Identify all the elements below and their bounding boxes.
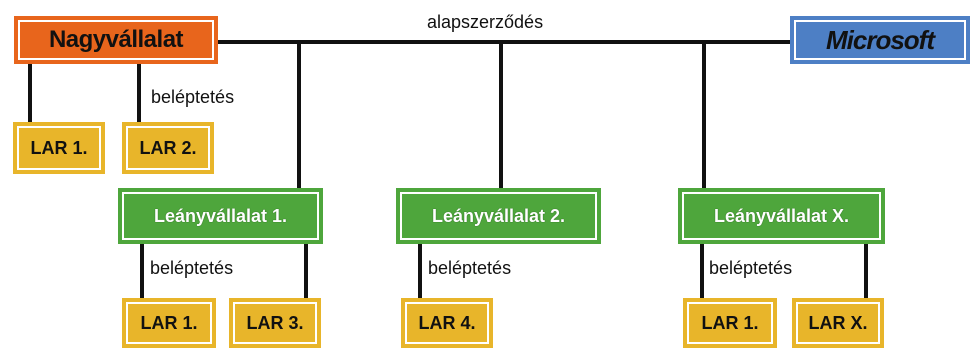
connector-sub1-lar3 <box>304 242 308 300</box>
vendor-box: Microsoft <box>790 16 970 64</box>
subsidiary-1-lar-3-box: LAR 3. <box>229 298 321 348</box>
connector-contract-sub2 <box>499 40 503 190</box>
parent-lar-2-label: LAR 2. <box>126 126 210 170</box>
subsidiary-2-lar-4-label: LAR 4. <box>405 302 489 344</box>
connector-contract-subx <box>702 40 706 190</box>
subsidiary-1-lar-1-box: LAR 1. <box>122 298 216 348</box>
connector-parent-lar2 <box>137 62 141 124</box>
subsidiary-2-enrollment-label: beléptetés <box>428 258 512 278</box>
parent-lar-2-box: LAR 2. <box>122 122 214 174</box>
parent-company-box: Nagyvállalat <box>14 16 218 64</box>
connector-subx-larx <box>864 242 868 300</box>
parent-lar-1-label: LAR 1. <box>17 126 101 170</box>
subsidiary-x-enrollment-label: beléptetés <box>709 258 793 278</box>
contract-line <box>218 40 790 44</box>
subsidiary-2-lar-4-box: LAR 4. <box>401 298 493 348</box>
parent-company-label: Nagyvállalat <box>18 20 214 60</box>
vendor-label: Microsoft <box>794 20 966 60</box>
subsidiary-x-label: Leányvállalat X. <box>682 192 881 240</box>
connector-sub2-lar4 <box>418 242 422 300</box>
subsidiary-2-box: Leányvállalat 2. <box>396 188 601 244</box>
subsidiary-x-lar-1-label: LAR 1. <box>687 302 773 344</box>
subsidiary-1-enrollment-label: beléptetés <box>150 258 234 278</box>
contract-label: alapszerződés <box>427 12 544 32</box>
subsidiary-1-lar-3-label: LAR 3. <box>233 302 317 344</box>
connector-contract-sub1 <box>297 40 301 190</box>
subsidiary-x-lar-x-box: LAR X. <box>792 298 884 348</box>
connector-sub1-lar1 <box>140 242 144 300</box>
subsidiary-x-box: Leányvállalat X. <box>678 188 885 244</box>
subsidiary-x-lar-1-box: LAR 1. <box>683 298 777 348</box>
subsidiary-x-lar-x-label: LAR X. <box>796 302 880 344</box>
parent-lar-1-box: LAR 1. <box>13 122 105 174</box>
subsidiary-1-lar-1-label: LAR 1. <box>126 302 212 344</box>
connector-parent-lar1 <box>28 62 32 124</box>
subsidiary-1-box: Leányvállalat 1. <box>118 188 323 244</box>
subsidiary-1-label: Leányvállalat 1. <box>122 192 319 240</box>
parent-enrollment-label: beléptetés <box>151 87 235 107</box>
subsidiary-2-label: Leányvállalat 2. <box>400 192 597 240</box>
connector-subx-lar1 <box>700 242 704 300</box>
